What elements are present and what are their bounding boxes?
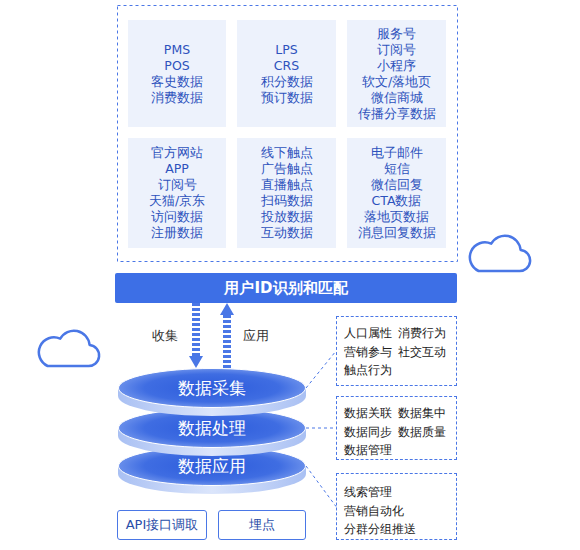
cloud-outline: [470, 236, 530, 271]
node-text: 营销自动化: [344, 502, 452, 521]
node-text: 线下触点: [261, 145, 313, 161]
node-text: 落地页数据: [364, 209, 429, 225]
node-text: 软文/落地页: [362, 74, 431, 90]
node-text: 消费数据: [151, 90, 203, 106]
node-text: POS: [164, 58, 189, 74]
id-match-band: 用户ID识别和匹配: [115, 273, 457, 303]
node-text: LPS: [275, 42, 297, 58]
node-text: 天猫/京东: [149, 193, 205, 209]
node-text: 微信商城: [371, 90, 423, 106]
node-text: 营销参与: [344, 343, 398, 362]
leader-line: [306, 428, 336, 429]
node-text: 埋点: [249, 516, 275, 534]
node-text: 访问数据: [151, 209, 203, 225]
node-text: 数据集中: [398, 404, 452, 423]
cloud-icon: [39, 331, 99, 366]
node-text: 注册数据: [151, 225, 203, 241]
source-box: 服务号订阅号小程序软文/落地页微信商城传播分享数据: [347, 20, 446, 127]
feature-box: 数据关联数据集中数据同步数据质量数据管理: [336, 396, 457, 460]
flow-arrow: [192, 303, 200, 356]
cloud-outline: [39, 331, 99, 366]
node-text: 线索管理: [344, 483, 452, 502]
action-button: API接口调取: [117, 510, 207, 540]
source-box: 官方网站APP订阅号天猫/京东访问数据注册数据: [128, 138, 226, 248]
node-text: 数据管理: [344, 441, 398, 460]
leader-line: [306, 466, 336, 507]
action-button: 埋点: [218, 510, 306, 540]
node-text: 消费行为: [398, 324, 452, 343]
node-text: 社交互动: [398, 343, 452, 362]
node-text: 积分数据: [261, 74, 313, 90]
node-text: 官方网站: [151, 145, 203, 161]
node-text: 电子邮件: [371, 145, 423, 161]
feature-box: 人口属性消费行为营销参与社交互动触点行为: [336, 316, 457, 386]
cylinder-layer: 数据采集: [118, 368, 306, 416]
node-text: 消息回复数据: [358, 225, 436, 241]
flow-arrow: [223, 315, 231, 368]
source-box: 电子邮件短信微信回复CTA数据落地页数据消息回复数据: [347, 138, 446, 248]
node-text: CRS: [274, 58, 299, 74]
node-text: PMS: [164, 42, 190, 58]
cloud-icon: [470, 236, 530, 271]
node-text: 互动数据: [261, 225, 313, 241]
edge-label: 应用: [243, 327, 269, 344]
node-text: 广告触点: [261, 161, 313, 177]
source-group-frame: [118, 6, 458, 262]
node-text: 数据质量: [398, 423, 452, 442]
node-text: APP: [165, 161, 189, 177]
node-text: 人口属性: [344, 324, 398, 343]
node-text: 数据同步: [344, 423, 398, 442]
node-text: 微信回复: [371, 177, 423, 193]
node-text: 直播触点: [261, 177, 313, 193]
node-text: 小程序: [377, 58, 416, 74]
node-text: 服务号: [377, 26, 416, 42]
node-text: 客史数据: [151, 74, 203, 90]
node-text: 订阅号: [377, 42, 416, 58]
node-text: 用户ID识别和匹配: [224, 279, 347, 298]
disc-top: [119, 369, 306, 408]
node-text: 短信: [384, 161, 410, 177]
edge-label: 收集: [152, 327, 178, 344]
disc-top: [119, 447, 306, 486]
node-text: 数据关联: [344, 404, 398, 423]
node-text: 触点行为: [344, 361, 398, 380]
node-text: 分群分组推送: [344, 520, 452, 539]
node-text: CTA数据: [372, 193, 422, 209]
node-text: 投放数据: [261, 209, 313, 225]
source-box: LPSCRS积分数据预订数据: [237, 20, 336, 127]
source-box: PMSPOS客史数据消费数据: [128, 20, 226, 127]
node-text: API接口调取: [126, 516, 199, 534]
leader-line: [306, 351, 336, 388]
disc-top: [119, 409, 306, 448]
source-box: 线下触点广告触点直播触点扫码数据投放数据互动数据: [237, 138, 336, 248]
feature-box: 线索管理营销自动化分群分组推送: [336, 473, 457, 540]
node-text: 扫码数据: [261, 193, 313, 209]
node-text: 订阅号: [158, 177, 197, 193]
node-text: 预订数据: [261, 90, 313, 106]
node-text: 传播分享数据: [358, 106, 436, 122]
node-text: 数据采集: [118, 368, 306, 408]
